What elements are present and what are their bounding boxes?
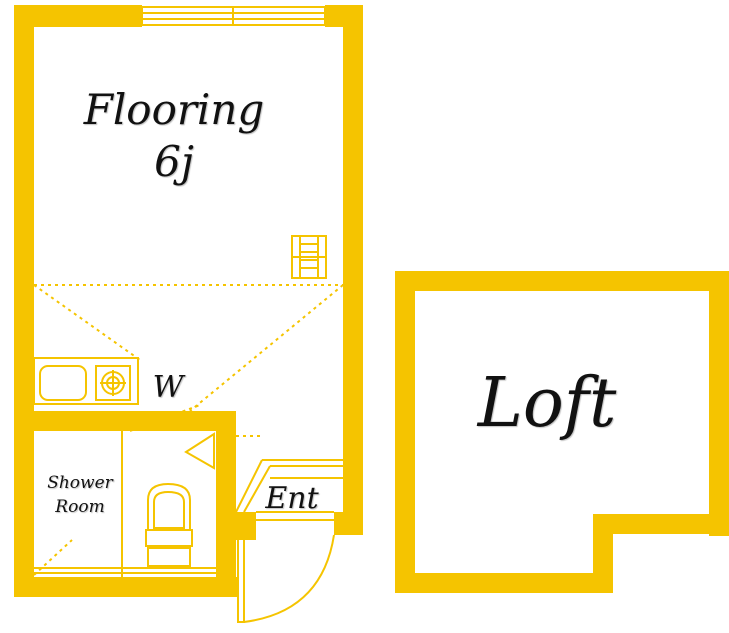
loft-wall-right (709, 271, 729, 536)
shower-room-label-line2: Room (54, 497, 104, 517)
bathroom-fixtures (34, 431, 216, 577)
flooring-room-name: Flooring (83, 85, 265, 134)
wall-bottom (14, 577, 239, 597)
loft-wall-bottom-left (395, 573, 613, 593)
entrance-area (235, 459, 343, 623)
loft-room-name: Loft (476, 364, 617, 443)
wall-bath-right (216, 411, 236, 597)
wall-bath-top (14, 411, 236, 431)
ladder-icon (291, 235, 327, 279)
wall-top-left (14, 5, 142, 27)
loft-wall-step-horizontal (593, 514, 729, 534)
toilet-icon (145, 482, 193, 567)
shower-room-label-line1: Shower (47, 473, 113, 493)
dashed-guides (33, 284, 344, 576)
kitchen-counter (33, 357, 139, 405)
entrance-label: Ent (264, 481, 319, 516)
wall-entrance-right (334, 512, 363, 535)
gas-burner-icon (95, 365, 131, 401)
wall-entrance-left (236, 512, 256, 540)
sink-icon (39, 365, 87, 401)
wall-left (14, 5, 34, 597)
washer-label: W (153, 370, 186, 405)
wall-right (343, 5, 363, 535)
window (141, 6, 326, 26)
main-unit-walls (14, 5, 363, 597)
loft-wall-top (395, 271, 729, 291)
loft-walls (395, 271, 729, 593)
loft-wall-left (395, 271, 415, 593)
flooring-room-size: 6j (154, 137, 194, 186)
